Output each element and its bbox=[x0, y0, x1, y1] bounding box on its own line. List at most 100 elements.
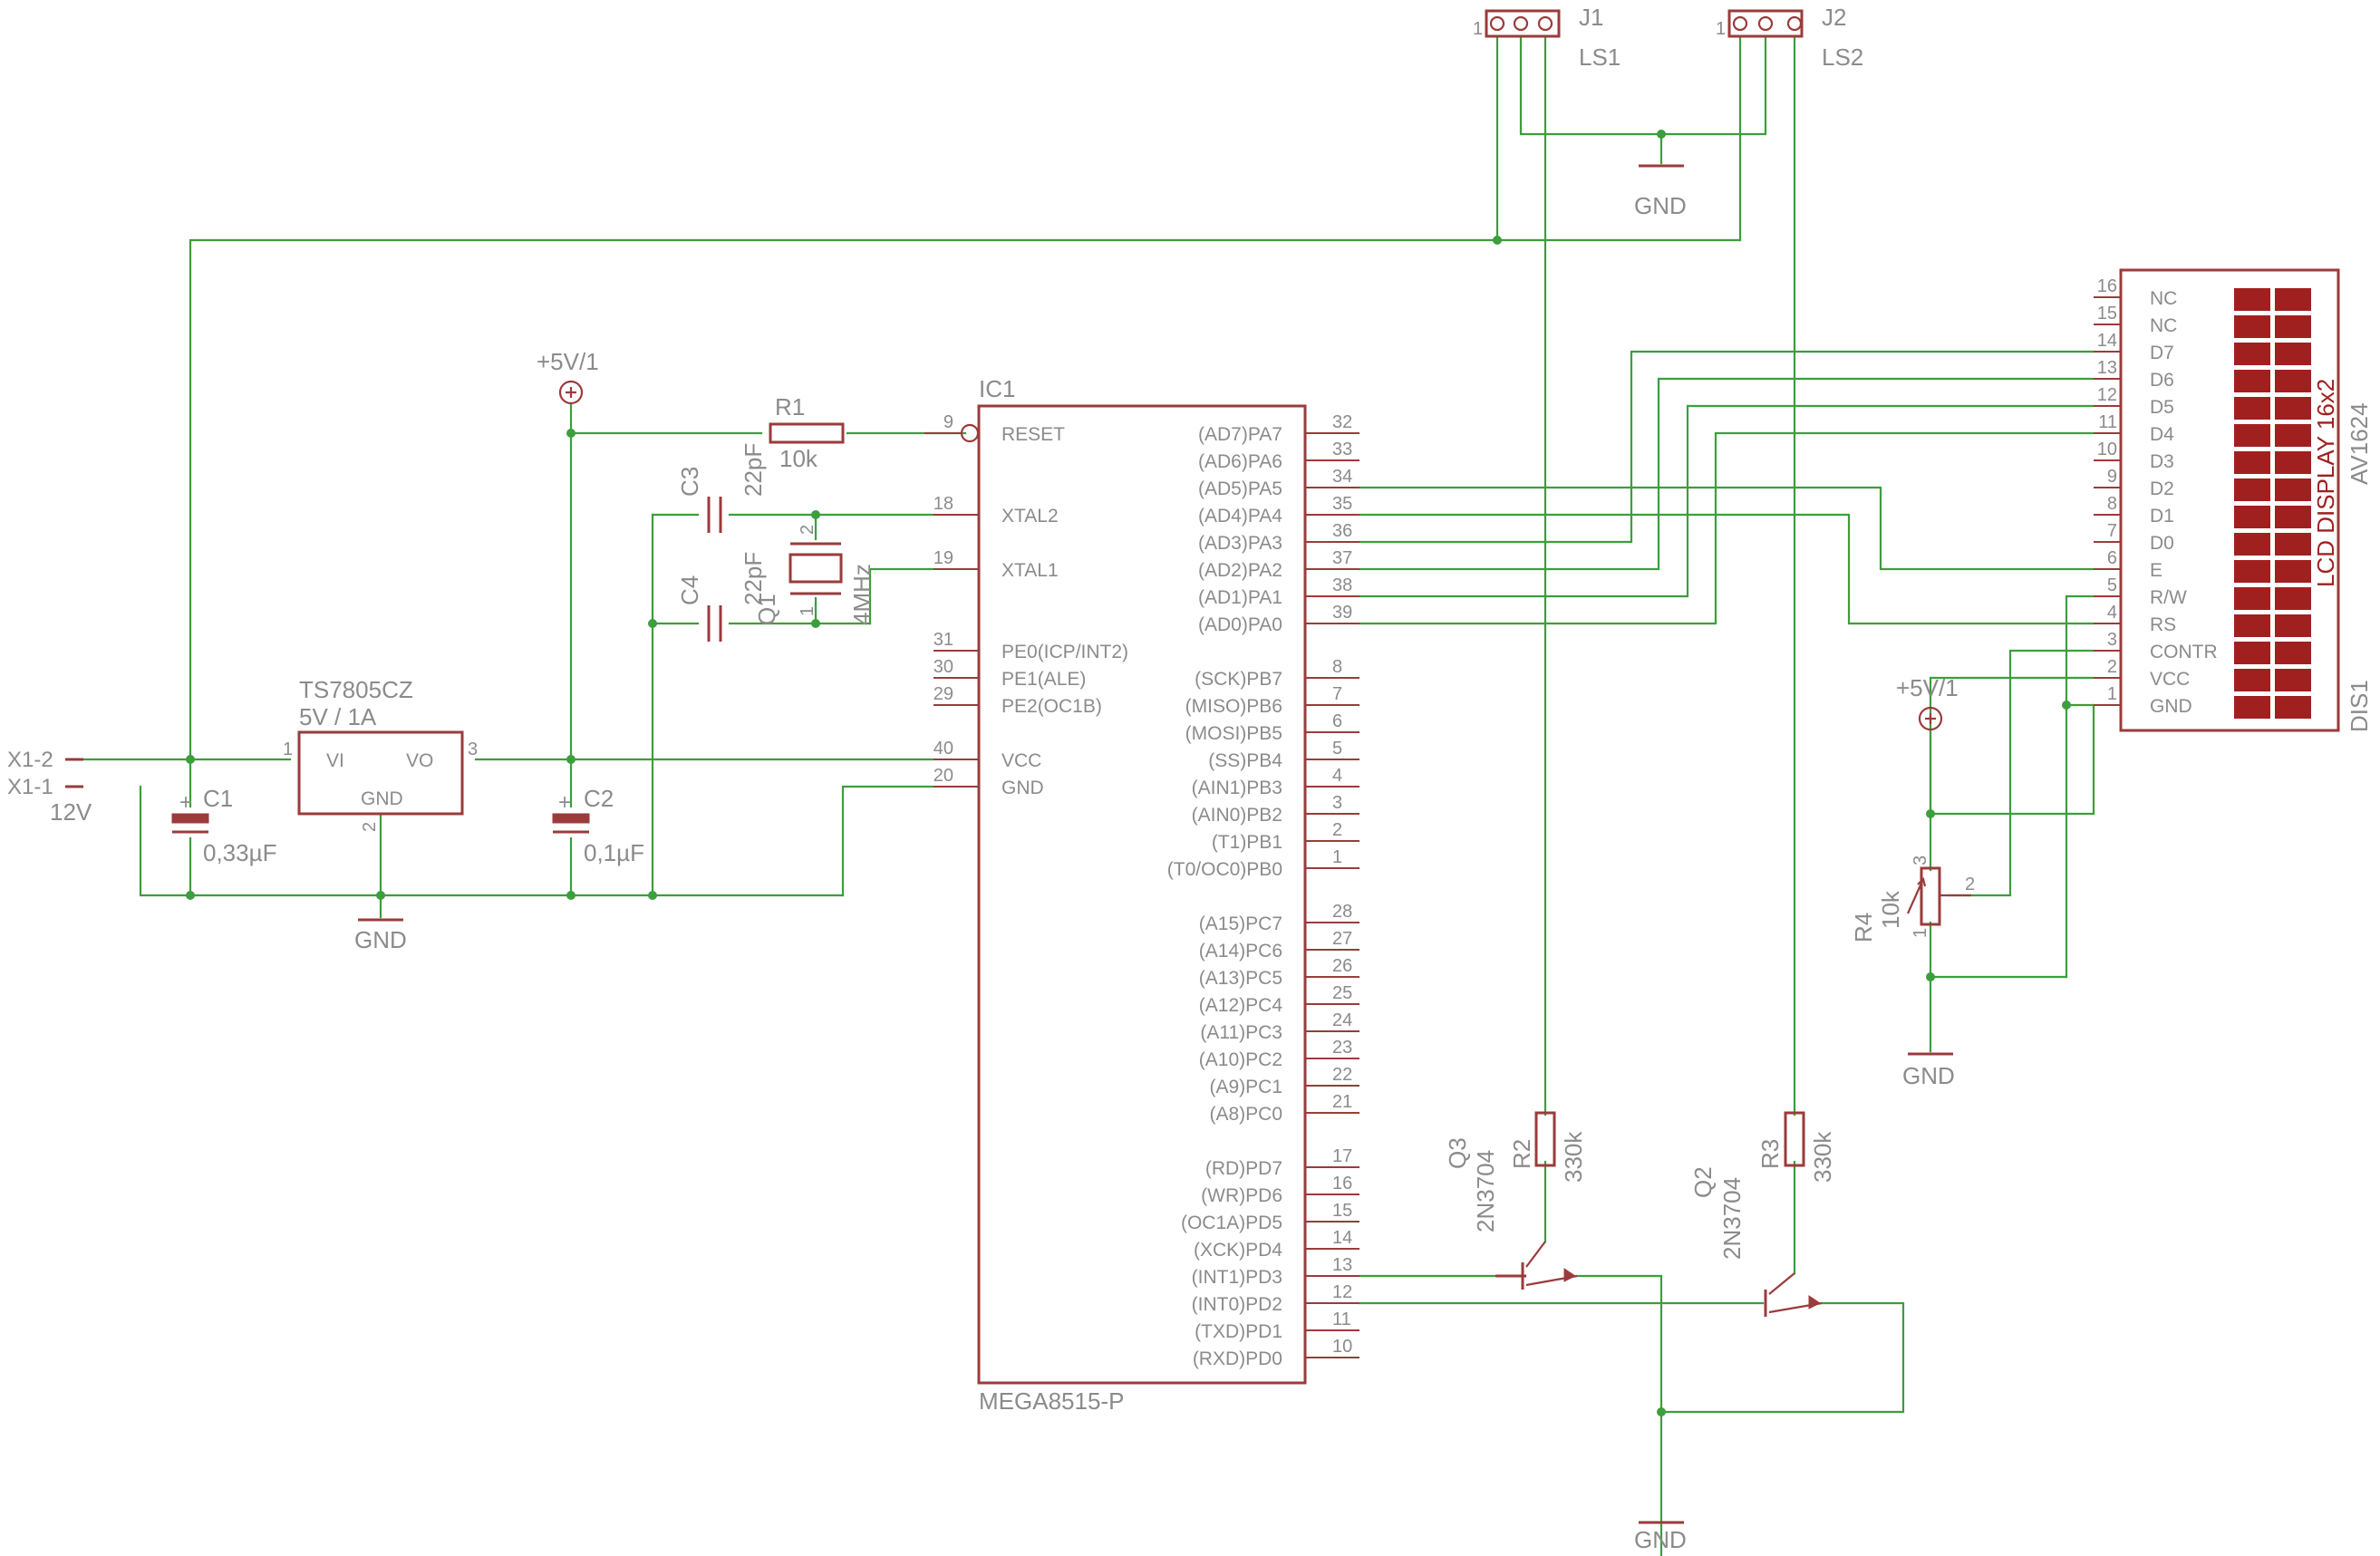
ic1-pin-label: (T1)PB1 bbox=[1212, 832, 1282, 853]
ic1-pin-label: (SCK)PB7 bbox=[1195, 669, 1282, 690]
capacitor-c1: + C1 0,33µF bbox=[171, 785, 276, 866]
power-5v-r4: +5V/1 bbox=[1896, 674, 1959, 731]
ic1-pin-number: 17 bbox=[1332, 1146, 1352, 1166]
lcd-char-block bbox=[2234, 478, 2270, 501]
lcd-char-block bbox=[2234, 533, 2270, 556]
input-connector: X1-2 X1-1 12V bbox=[7, 748, 92, 826]
lcd-char-block bbox=[2234, 560, 2270, 583]
lcd-pin-label: D1 bbox=[2150, 506, 2174, 527]
svg-text:3: 3 bbox=[468, 739, 478, 759]
ic1-pin-label: (AIN0)PB2 bbox=[1192, 805, 1282, 826]
ic1-pin-label: VCC bbox=[1001, 750, 1041, 771]
ic1-mega8515: IC1 MEGA8515-P 9RESET18XTAL219XTAL131PE0… bbox=[924, 375, 1359, 1415]
power-5v-top: +5V/1 bbox=[537, 348, 599, 405]
svg-text:2N3704: 2N3704 bbox=[1718, 1177, 1746, 1260]
x1-1-label: X1-1 bbox=[7, 775, 53, 799]
lcd-value: AV1624 bbox=[2346, 402, 2373, 485]
lcd-pin-label: GND bbox=[2150, 696, 2192, 717]
lcd-char-block bbox=[2234, 315, 2270, 338]
ic1-pin-label: (TXD)PD1 bbox=[1195, 1321, 1282, 1342]
ic1-pin-number: 25 bbox=[1332, 983, 1352, 1003]
ic1-pin-label: (AD6)PA6 bbox=[1198, 451, 1282, 472]
svg-text:GND: GND bbox=[1902, 1062, 1955, 1089]
lcd-pin-label: RS bbox=[2150, 614, 2176, 635]
ic1-pin-number: 4 bbox=[1332, 766, 1342, 786]
svg-text:GND: GND bbox=[354, 926, 407, 953]
ic1-pin-number: 18 bbox=[934, 494, 953, 514]
svg-text:2: 2 bbox=[798, 525, 818, 535]
svg-text:R2: R2 bbox=[1508, 1139, 1535, 1169]
lcd-pin-label: NC bbox=[2150, 288, 2177, 309]
input-voltage-label: 12V bbox=[50, 798, 92, 826]
ic1-pin-number: 10 bbox=[1332, 1337, 1352, 1357]
ic1-pin-number: 24 bbox=[1332, 1010, 1352, 1030]
lcd-pin-number: 8 bbox=[2107, 494, 2117, 514]
lcd-pin-number: 11 bbox=[2098, 412, 2117, 432]
svg-text:1: 1 bbox=[798, 606, 818, 616]
lcd-char-block bbox=[2275, 288, 2311, 311]
svg-text:J2: J2 bbox=[1822, 4, 1846, 31]
lcd-pin-number: 5 bbox=[2107, 575, 2117, 595]
ic1-pin-number: 32 bbox=[1332, 412, 1352, 432]
ic1-pin-number: 3 bbox=[1332, 793, 1342, 813]
gnd-regulator: GND bbox=[354, 918, 407, 953]
lcd-pin-number: 1 bbox=[2107, 684, 2117, 704]
ic1-pin-number: 11 bbox=[1332, 1310, 1351, 1329]
x1-2-label: X1-2 bbox=[7, 748, 53, 772]
lcd-char-block bbox=[2234, 370, 2270, 392]
lcd-char-block bbox=[2234, 397, 2270, 420]
lcd-pin-label: D0 bbox=[2150, 533, 2174, 554]
lcd-pin-label: E bbox=[2150, 560, 2162, 581]
lcd-pin-number: 7 bbox=[2107, 521, 2117, 541]
lcd-pin-label: R/W bbox=[2150, 587, 2187, 608]
lcd-char-block bbox=[2275, 642, 2311, 664]
r1-name: R1 bbox=[775, 393, 805, 420]
regulator-name: TS7805CZ bbox=[299, 676, 413, 703]
lcd-char-block bbox=[2275, 315, 2311, 338]
svg-text:LS1: LS1 bbox=[1579, 43, 1621, 71]
ic1-pin-label: (T0/OC0)PB0 bbox=[1167, 859, 1282, 880]
svg-text:Q3: Q3 bbox=[1444, 1137, 1471, 1169]
ic1-pin-label: (A15)PC7 bbox=[1199, 913, 1282, 934]
ic1-pin-label: (OC1A)PD5 bbox=[1181, 1213, 1282, 1233]
ic1-pin-label: (AD2)PA2 bbox=[1198, 560, 1282, 581]
lcd-char-block bbox=[2275, 451, 2311, 474]
ic1-pin-number: 36 bbox=[1332, 521, 1352, 541]
lcd-char-block bbox=[2234, 587, 2270, 610]
svg-text:LS2: LS2 bbox=[1822, 43, 1863, 71]
svg-text:1: 1 bbox=[283, 739, 293, 759]
lcd-char-block bbox=[2275, 696, 2311, 719]
svg-text:Q1: Q1 bbox=[753, 594, 780, 625]
svg-text:C4: C4 bbox=[676, 575, 703, 605]
lcd-display: 16NC15NC14D713D612D511D410D39D28D17D06E5… bbox=[2094, 268, 2373, 732]
ic1-pin-label: (AIN1)PB3 bbox=[1192, 778, 1282, 798]
ic1-pin-number: 33 bbox=[1332, 440, 1352, 459]
lcd-char-block bbox=[2275, 587, 2311, 610]
lcd-char-block bbox=[2234, 451, 2270, 474]
lcd-title: LCD DISPLAY 16x2 bbox=[2312, 379, 2339, 587]
svg-text:22pF: 22pF bbox=[740, 552, 767, 605]
ic1-pin-label: (MOSI)PB5 bbox=[1185, 723, 1282, 744]
lcd-pin-label: D6 bbox=[2150, 370, 2174, 391]
svg-text:Q2: Q2 bbox=[1689, 1166, 1717, 1198]
svg-text:2: 2 bbox=[360, 822, 380, 832]
lcd-pin-label: D4 bbox=[2150, 424, 2174, 445]
svg-text:4MHz: 4MHz bbox=[848, 564, 876, 625]
ic1-pin-label: (INT1)PD3 bbox=[1192, 1267, 1282, 1288]
ic1-pin-number: 35 bbox=[1332, 494, 1352, 514]
lcd-char-block bbox=[2234, 424, 2270, 447]
regulator-value: 5V / 1A bbox=[299, 703, 377, 730]
svg-text:330k: 330k bbox=[1809, 1131, 1836, 1183]
ic1-pin-label: (A9)PC1 bbox=[1209, 1077, 1282, 1097]
lcd-char-block bbox=[2275, 614, 2311, 637]
ic1-pin-number: 39 bbox=[1332, 603, 1352, 623]
transistor-q2: Q2 2N3704 bbox=[1689, 1166, 1823, 1317]
svg-text:C3: C3 bbox=[676, 467, 703, 497]
lcd-char-block bbox=[2275, 424, 2311, 447]
lcd-pin-label: D3 bbox=[2150, 451, 2174, 472]
lcd-char-block bbox=[2234, 614, 2270, 637]
lcd-pin-number: 6 bbox=[2107, 548, 2117, 568]
ic1-pin-label: (AD0)PA0 bbox=[1198, 614, 1282, 635]
c1-name: C1 bbox=[203, 785, 233, 812]
